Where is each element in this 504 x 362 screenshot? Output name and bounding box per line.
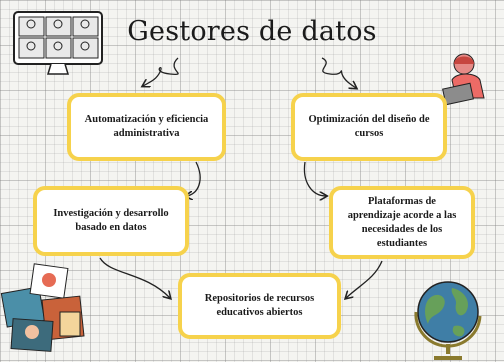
node-investigacion: Investigación y desarrollo basado en dat… [33, 186, 189, 256]
arrow-title-to-b2 [321, 57, 356, 88]
arrow-b2-to-b4 [303, 161, 326, 196]
video-call-icon [13, 11, 103, 75]
photo-collage-icon [0, 263, 85, 352]
arrow-b1-to-b3 [186, 161, 201, 196]
node-label: Investigación y desarrollo basado en dat… [53, 208, 169, 233]
person-laptop-icon [442, 53, 485, 106]
node-automatizacion: Automatización y eficiencia administrati… [67, 93, 226, 161]
node-plataformas-aprendizaje: Plataformas de aprendizaje acorde a las … [329, 186, 475, 259]
arrow-b3-to-b5 [99, 257, 170, 298]
node-label: Plataformas de aprendizaje acorde a las … [347, 195, 457, 249]
node-label: Repositorios de recursos educativos abie… [204, 293, 315, 318]
diagram-title: Gestores de datos [127, 16, 377, 47]
node-label: Automatización y eficiencia administrati… [84, 114, 209, 139]
arrow-b4-to-b5 [346, 260, 383, 298]
node-label: Optimización del diseño de cursos [308, 114, 430, 139]
globe-icon [414, 281, 482, 360]
arrow-title-to-b1 [143, 57, 179, 86]
node-repositorios: Repositorios de recursos educativos abie… [178, 273, 341, 339]
node-optimizacion-cursos: Optimización del diseño de cursos [291, 93, 447, 161]
